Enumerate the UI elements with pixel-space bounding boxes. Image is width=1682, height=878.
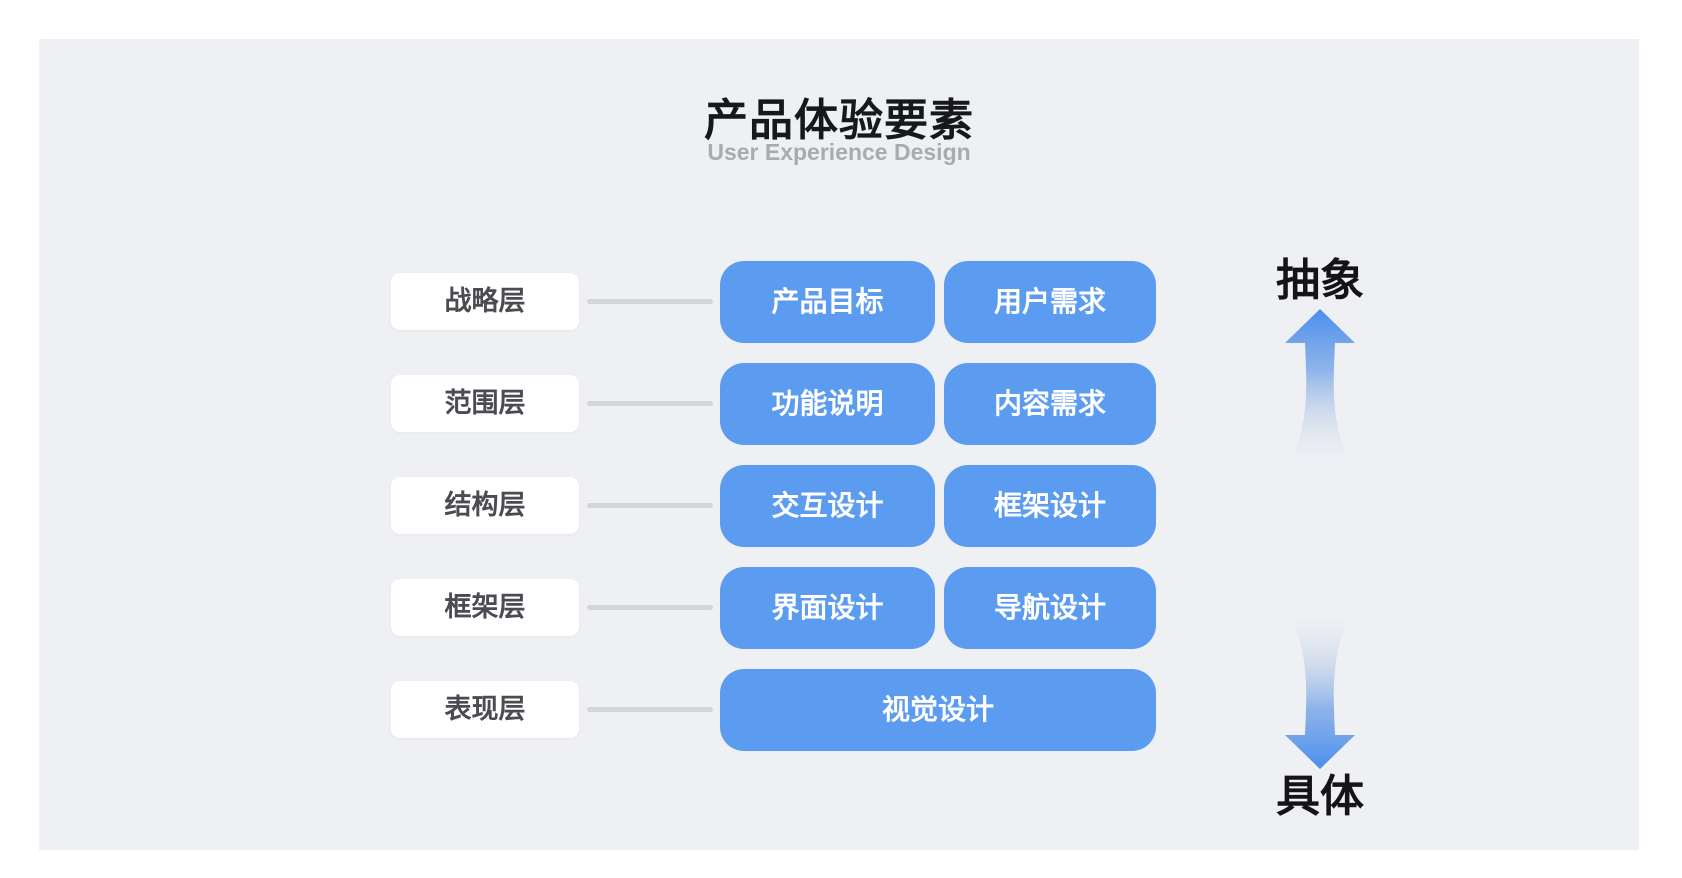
connector-line — [587, 503, 713, 508]
node-box: 导航设计 — [944, 567, 1156, 649]
layer-row-strategy: 战略层 产品目标 用户需求 — [391, 261, 1157, 343]
node-box: 内容需求 — [944, 363, 1156, 445]
layer-label: 框架层 — [391, 579, 579, 636]
page-title: 产品体验要素 — [704, 96, 974, 145]
connector-line — [587, 707, 713, 712]
connector-line — [587, 401, 713, 406]
down-arrow-icon — [1285, 617, 1355, 769]
axis-abstract-label: 抽象 — [1276, 256, 1364, 305]
node-box: 功能说明 — [720, 363, 935, 445]
axis-concrete-label: 具体 — [1276, 772, 1364, 821]
up-arrow-icon — [1285, 309, 1355, 461]
node-box: 框架设计 — [944, 465, 1156, 547]
layer-label: 范围层 — [391, 375, 579, 432]
node-box-wide: 视觉设计 — [720, 669, 1156, 751]
layer-row-skeleton: 框架层 界面设计 导航设计 — [391, 567, 1157, 649]
layer-row-scope: 范围层 功能说明 内容需求 — [391, 363, 1157, 445]
layer-label: 结构层 — [391, 477, 579, 534]
node-box: 界面设计 — [720, 567, 935, 649]
node-box: 用户需求 — [944, 261, 1156, 343]
layer-row-structure: 结构层 交互设计 框架设计 — [391, 465, 1157, 547]
diagram-panel: 产品体验要素 User Experience Design 战略层 产品目标 用… — [39, 39, 1639, 850]
layer-label: 战略层 — [391, 273, 579, 330]
layer-label: 表现层 — [391, 681, 579, 738]
connector-line — [587, 605, 713, 610]
page-subtitle: User Experience Design — [707, 139, 971, 165]
connector-line — [587, 299, 713, 304]
node-box: 交互设计 — [720, 465, 935, 547]
node-box: 产品目标 — [720, 261, 935, 343]
layer-row-surface: 表现层 视觉设计 — [391, 669, 1157, 751]
